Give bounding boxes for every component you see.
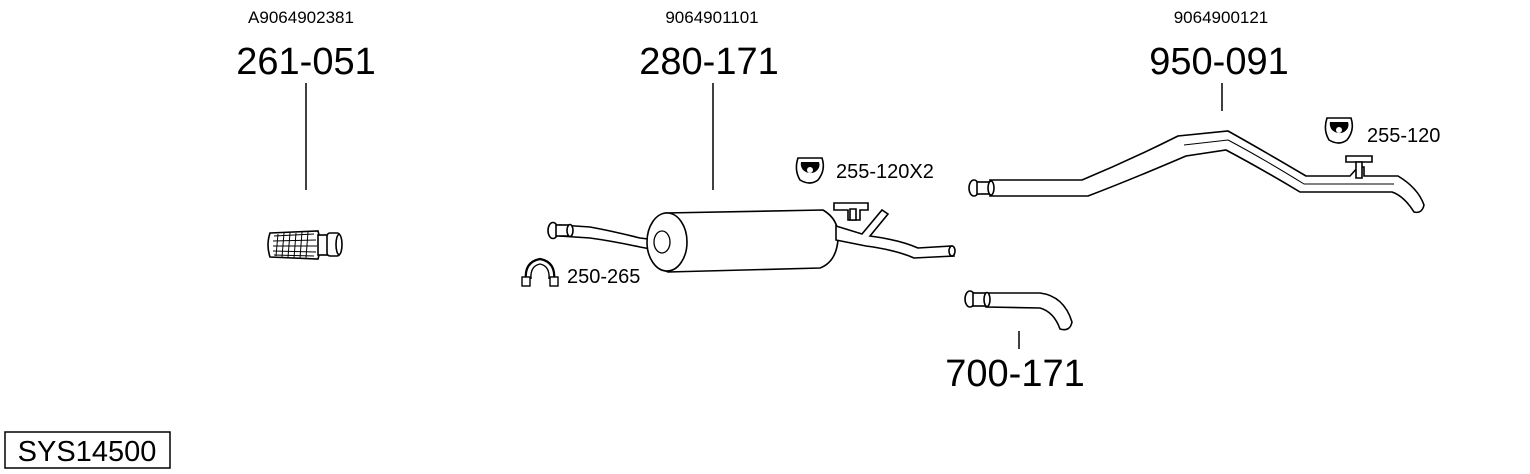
part-950-091[interactable]: 9064900121 950-091	[968, 8, 1425, 214]
part-number: 261-051	[236, 41, 375, 83]
tail-pipe-icon	[968, 130, 1425, 214]
tail-pipe-trim-icon	[964, 290, 1073, 331]
part-oem-number: 9064901101	[665, 8, 758, 27]
rubber-hanger-icon	[1324, 117, 1354, 144]
flex-pipe-icon	[267, 230, 343, 260]
part-280-171[interactable]: 9064901101 280-171	[547, 8, 956, 273]
part-oem-number: 9064900121	[1174, 8, 1269, 27]
clamp-icon	[521, 257, 559, 287]
accessory-number: 255-120X2	[836, 161, 934, 183]
accessory-255-120x2[interactable]: 255-120X2	[795, 157, 934, 184]
part-number: 700-171	[945, 353, 1084, 395]
accessory-250-265[interactable]: 250-265	[521, 257, 640, 288]
system-code-box: SYS14500	[4, 431, 171, 469]
part-oem-number: A9064902381	[248, 8, 354, 27]
part-number: 280-171	[639, 41, 778, 83]
part-261-051[interactable]: A9064902381 261-051	[236, 8, 376, 260]
part-number: 950-091	[1149, 41, 1288, 83]
middle-silencer-icon	[547, 202, 956, 273]
system-code: SYS14500	[18, 436, 157, 468]
accessory-number: 255-120	[1367, 125, 1440, 147]
rubber-hanger-icon	[795, 157, 825, 184]
part-700-171[interactable]: 700-171	[945, 290, 1085, 395]
accessory-255-120[interactable]: 255-120	[1324, 117, 1440, 147]
accessory-number: 250-265	[567, 266, 640, 288]
